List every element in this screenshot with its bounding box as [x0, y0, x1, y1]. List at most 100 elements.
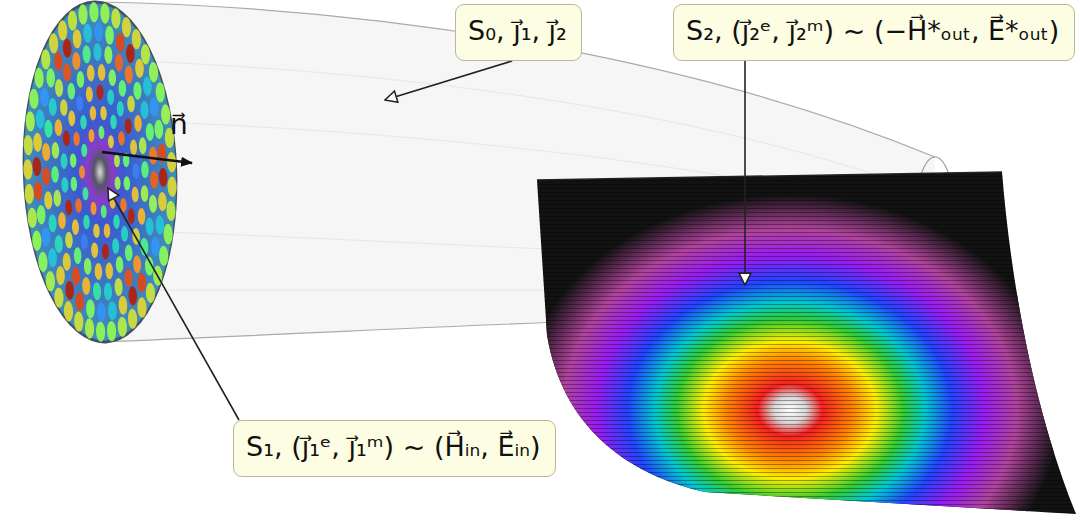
mode-blob: [65, 232, 73, 249]
mode-blob: [96, 84, 104, 100]
mode-blob: [75, 198, 82, 213]
mode-blob: [149, 146, 158, 164]
mode-blob: [140, 101, 149, 119]
mode-blob: [24, 184, 34, 205]
mode-blob: [48, 214, 57, 232]
mode-blob: [128, 286, 137, 305]
mode-blob: [51, 166, 59, 183]
mode-blob: [123, 176, 130, 191]
mode-blob: [46, 68, 55, 87]
mode-blob: [64, 301, 74, 322]
mode-blob: [94, 263, 102, 280]
input-disk: [18, 0, 183, 345]
mode-blob: [166, 200, 176, 221]
mode-blob: [75, 292, 84, 311]
mode-blob: [62, 253, 71, 271]
mode-blob: [60, 153, 68, 169]
callout-text: S₁, (j⃗₁ᵉ, j⃗₁ᵐ) ~ (H⃗ᵢₙ, E⃗ᵢₙ): [246, 429, 543, 465]
mode-blob: [127, 208, 135, 224]
mode-blob: [63, 63, 72, 81]
mode-blob: [158, 168, 167, 187]
mode-blob: [149, 62, 159, 83]
mode-blob: [112, 238, 120, 254]
mode-blob: [137, 273, 146, 292]
mode-blob: [78, 4, 88, 25]
mode-blob: [23, 135, 33, 156]
mode-blob: [131, 29, 141, 50]
mode-blob: [65, 200, 73, 216]
mode-blob: [107, 321, 117, 342]
mode-blob: [145, 123, 154, 141]
mode-blob: [76, 71, 84, 88]
mode-blob: [91, 242, 99, 258]
mode-blob: [63, 38, 72, 57]
mode-blob: [116, 33, 125, 52]
mode-blob: [44, 120, 53, 138]
mode-blob: [131, 187, 139, 203]
mode-blob: [105, 25, 114, 44]
mode-blob: [127, 95, 135, 112]
mode-blob: [70, 177, 77, 192]
mode-blob: [33, 133, 42, 152]
mode-blob: [113, 214, 120, 229]
mode-blob: [93, 43, 102, 61]
callout-text: S₀, j⃗₁, j⃗₂: [468, 13, 569, 49]
mode-blob: [140, 185, 148, 202]
mode-blob: [63, 130, 71, 146]
mode-blob: [83, 24, 92, 43]
mode-blob: [124, 118, 132, 134]
mode-blob: [111, 8, 121, 29]
mode-blob: [150, 171, 159, 189]
leader-line: [744, 61, 746, 285]
mode-blob: [155, 82, 165, 103]
mode-blob: [80, 115, 87, 130]
mode-blob: [25, 111, 35, 132]
mode-blob: [32, 230, 42, 251]
mode-blob: [44, 191, 53, 209]
mode-blob: [45, 271, 55, 292]
mode-blob: [51, 142, 59, 159]
mode-blob: [110, 115, 117, 130]
mode-blob: [115, 53, 124, 71]
leader-line: [108, 188, 239, 420]
mode-blob: [118, 131, 125, 146]
mode-blob: [82, 277, 91, 295]
mode-blob: [54, 287, 64, 308]
mode-blob: [137, 297, 147, 318]
mode-blob: [145, 217, 154, 235]
mode-blob: [93, 282, 102, 300]
mode-blob: [124, 65, 133, 83]
mode-blob: [118, 80, 126, 97]
mode-blob: [138, 208, 146, 225]
mode-blob: [133, 255, 142, 273]
mode-blob: [48, 248, 57, 267]
mode-blob: [23, 159, 33, 180]
mode-blob: [37, 205, 46, 224]
mode-blob: [118, 296, 127, 315]
mode-blob: [74, 311, 84, 332]
mode-blob: [133, 82, 142, 100]
mode-blob: [104, 223, 111, 238]
mode-blob: [89, 2, 99, 23]
mode-blob: [141, 161, 149, 178]
mode-blob: [72, 267, 81, 285]
mode-blob: [87, 65, 95, 82]
mode-blob: [94, 22, 103, 41]
mode-blob: [85, 318, 95, 339]
mode-blob: [100, 205, 106, 218]
mode-blob: [58, 20, 68, 41]
mode-blob: [55, 79, 64, 97]
mode-blob: [72, 219, 80, 235]
mode-blob: [163, 224, 173, 245]
mode-blob: [102, 244, 110, 260]
leader-line: [385, 61, 512, 100]
mode-blob: [155, 215, 164, 234]
mode-blob: [154, 120, 163, 139]
callout-box: S₂, (j⃗₂ᵉ, j⃗₂ᵐ) ~ (−H⃗*ₒᵤₜ, E⃗*ₒᵤₜ): [673, 4, 1075, 61]
mode-blob: [81, 234, 89, 250]
mode-blob: [49, 33, 59, 54]
mode-blob: [97, 302, 106, 321]
mode-blob: [74, 247, 82, 264]
